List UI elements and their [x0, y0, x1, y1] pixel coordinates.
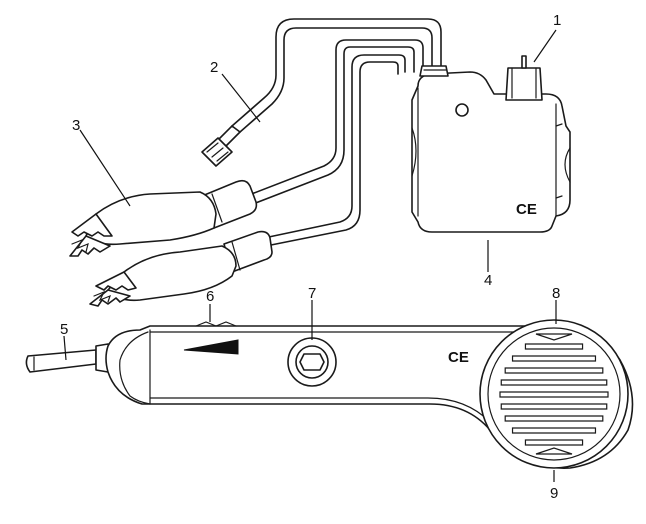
- callout-9: 9: [550, 485, 558, 502]
- generator-switch: [505, 55, 543, 101]
- grille-end-slot: [535, 333, 573, 341]
- callout-4: 4: [484, 272, 492, 289]
- alligator-clip-upper: [69, 179, 258, 257]
- callout-7: 7: [308, 285, 316, 302]
- speaker-grille: [479, 319, 629, 469]
- callout-1: 1: [553, 12, 561, 29]
- callout-labels: 1 2 3 4 5 6 7 8 9: [60, 12, 561, 502]
- callout-leaders: [63, 29, 557, 482]
- rj-connector: [201, 125, 241, 167]
- grille-slot: [511, 427, 597, 434]
- callout-8: 8: [552, 285, 560, 302]
- callout-2: 2: [210, 59, 218, 76]
- callout-6: 6: [206, 288, 214, 305]
- probe-push-button: [287, 337, 337, 387]
- generator-ce-mark: CE: [516, 201, 537, 218]
- generator-cables: [231, 18, 442, 247]
- generator-housing: CE: [411, 65, 571, 233]
- alligator-clip-lower: [89, 230, 273, 307]
- grille-slot: [500, 379, 608, 386]
- grille-slot: [524, 439, 584, 446]
- grille-end-slot: [535, 447, 573, 455]
- grille-slot: [524, 343, 584, 350]
- tone-generator: CE: [69, 18, 571, 307]
- probe-unit: CE: [25, 319, 634, 469]
- callout-5: 5: [60, 321, 68, 338]
- callout-3: 3: [72, 117, 80, 134]
- probe-tip: [25, 343, 112, 373]
- grille-slot: [511, 355, 597, 362]
- grille-slot: [504, 415, 604, 422]
- grille-slot: [500, 403, 608, 410]
- grille-slot: [504, 367, 604, 374]
- generator-led-icon: [455, 103, 469, 117]
- volume-control: [183, 321, 239, 355]
- grille-slot: [499, 391, 609, 398]
- probe-ce-mark: CE: [448, 349, 469, 366]
